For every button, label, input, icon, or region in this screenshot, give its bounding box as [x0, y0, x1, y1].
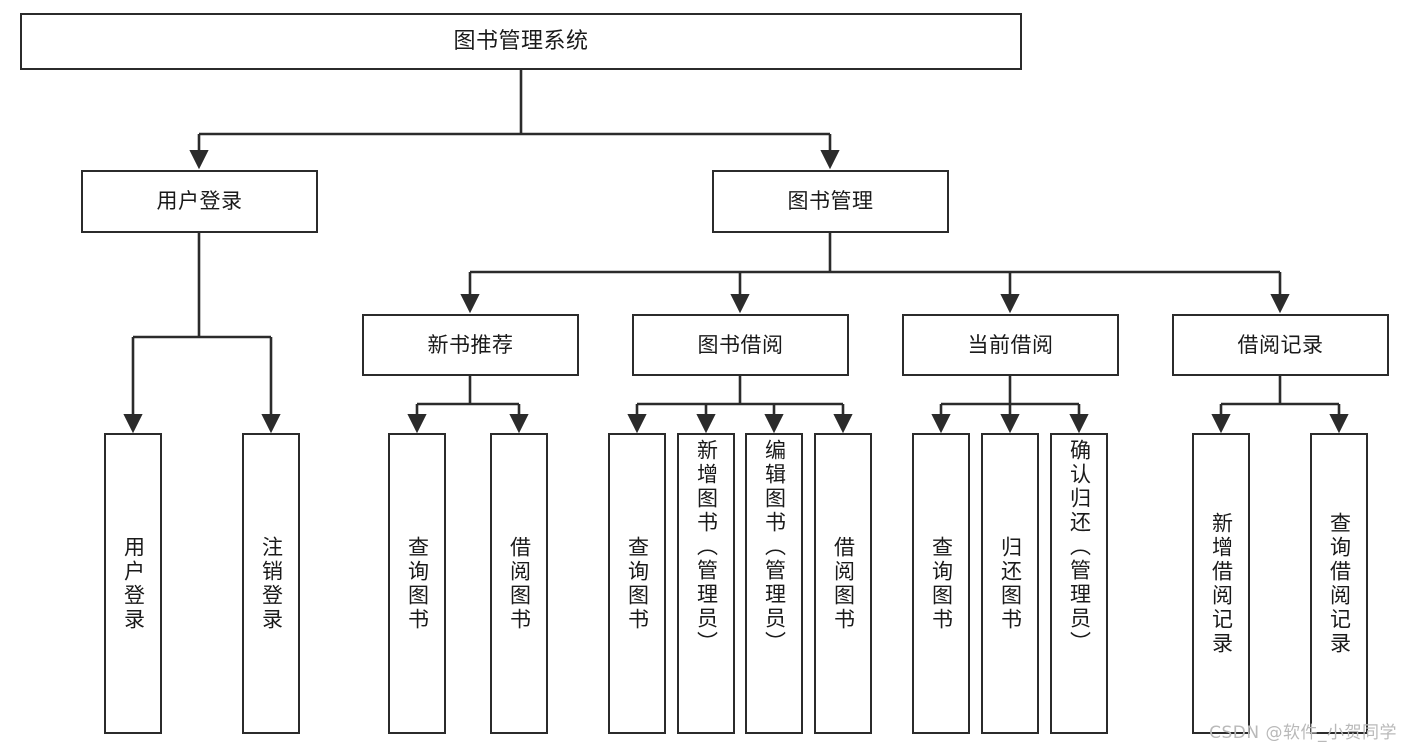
- node-leaf-logout-login-label: 注销登录: [259, 535, 284, 632]
- node-current-borrow[interactable]: 当前借阅: [902, 314, 1119, 376]
- node-root-system[interactable]: 图书管理系统: [20, 13, 1022, 70]
- node-leaf-add-record-label: 新增借阅记录: [1209, 511, 1234, 656]
- node-leaf-borrow-book-1[interactable]: 借阅图书: [490, 433, 548, 734]
- node-leaf-return-book[interactable]: 归还图书: [981, 433, 1039, 734]
- node-book-borrow[interactable]: 图书借阅: [632, 314, 849, 376]
- node-leaf-query-record-label: 查询借阅记录: [1327, 511, 1352, 656]
- node-borrow-record-label: 借阅记录: [1237, 332, 1324, 357]
- node-leaf-user-login[interactable]: 用户登录: [104, 433, 162, 734]
- node-current-borrow-label: 当前借阅: [967, 332, 1054, 357]
- node-leaf-query-record[interactable]: 查询借阅记录: [1310, 433, 1368, 734]
- node-leaf-add-record[interactable]: 新增借阅记录: [1192, 433, 1250, 734]
- node-leaf-confirm-return[interactable]: 确认归还（管理员）: [1050, 433, 1108, 734]
- node-leaf-add-book[interactable]: 新增图书（管理员）: [677, 433, 735, 734]
- node-leaf-edit-book[interactable]: 编辑图书（管理员）: [745, 433, 803, 734]
- node-leaf-query-book-2[interactable]: 查询图书: [608, 433, 666, 734]
- node-leaf-edit-book-label: 编辑图书（管理员）: [762, 439, 787, 655]
- node-leaf-query-book-1[interactable]: 查询图书: [388, 433, 446, 734]
- node-user-login[interactable]: 用户登录: [81, 170, 318, 233]
- node-user-login-label: 用户登录: [156, 189, 243, 214]
- node-leaf-return-book-label: 归还图书: [998, 535, 1023, 632]
- watermark-text: CSDN @软件_小贺同学: [1209, 723, 1397, 743]
- node-leaf-add-book-label: 新增图书（管理员）: [694, 439, 719, 655]
- node-leaf-logout-login[interactable]: 注销登录: [242, 433, 300, 734]
- node-leaf-query-book-2-label: 查询图书: [625, 535, 650, 632]
- node-leaf-borrow-book-2[interactable]: 借阅图书: [814, 433, 872, 734]
- node-borrow-record[interactable]: 借阅记录: [1172, 314, 1389, 376]
- node-book-manage-label: 图书管理: [787, 189, 874, 214]
- node-leaf-query-book-3[interactable]: 查询图书: [912, 433, 970, 734]
- node-leaf-query-book-3-label: 查询图书: [929, 535, 954, 632]
- node-new-book-recommend-label: 新书推荐: [427, 332, 514, 357]
- node-book-manage[interactable]: 图书管理: [712, 170, 949, 233]
- node-root-system-label: 图书管理系统: [453, 28, 589, 54]
- node-book-borrow-label: 图书借阅: [697, 332, 784, 357]
- node-new-book-recommend[interactable]: 新书推荐: [362, 314, 579, 376]
- node-leaf-query-book-1-label: 查询图书: [405, 535, 430, 632]
- node-leaf-borrow-book-2-label: 借阅图书: [831, 535, 856, 632]
- node-leaf-user-login-label: 用户登录: [121, 535, 146, 632]
- node-leaf-borrow-book-1-label: 借阅图书: [507, 535, 532, 632]
- node-leaf-confirm-return-label: 确认归还（管理员）: [1067, 439, 1092, 655]
